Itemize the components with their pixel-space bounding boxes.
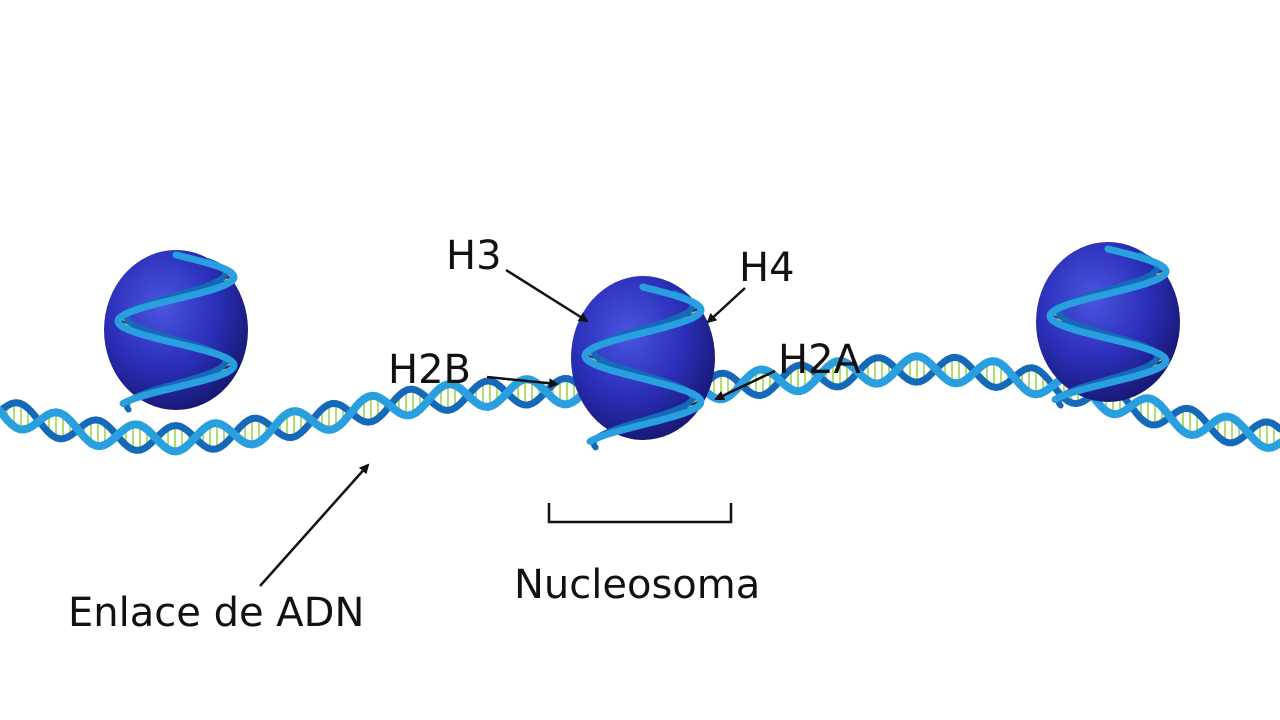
arrow-h4: [706, 287, 746, 324]
label-h3: H3: [446, 233, 502, 279]
wrapped-strand-back: [590, 290, 696, 451]
label-nucleosome: Nucleosoma: [514, 562, 761, 608]
arrow-h3: [505, 268, 589, 323]
label-h2a: H2A: [778, 337, 861, 383]
wrapped-strand-front: [1046, 245, 1170, 403]
arrow-h2b: [486, 375, 559, 389]
wrapped-strand-back: [123, 258, 229, 413]
label-h2b: H2B: [388, 347, 471, 393]
wrapped-strand-front: [581, 283, 705, 445]
label-h4: H4: [739, 245, 795, 291]
nucleosome-bracket: [547, 503, 733, 524]
label-linker-dna: Enlace de ADN: [68, 590, 365, 636]
nucleosome-right: [1036, 242, 1180, 409]
wrapped-strand-back: [1055, 252, 1161, 409]
nucleosome-center: [571, 276, 715, 451]
arrow-h2a: [714, 369, 776, 401]
nucleosome-left: [104, 250, 248, 413]
wrapped-strand-front: [114, 251, 238, 407]
arrow-linker-dna: [259, 463, 370, 587]
